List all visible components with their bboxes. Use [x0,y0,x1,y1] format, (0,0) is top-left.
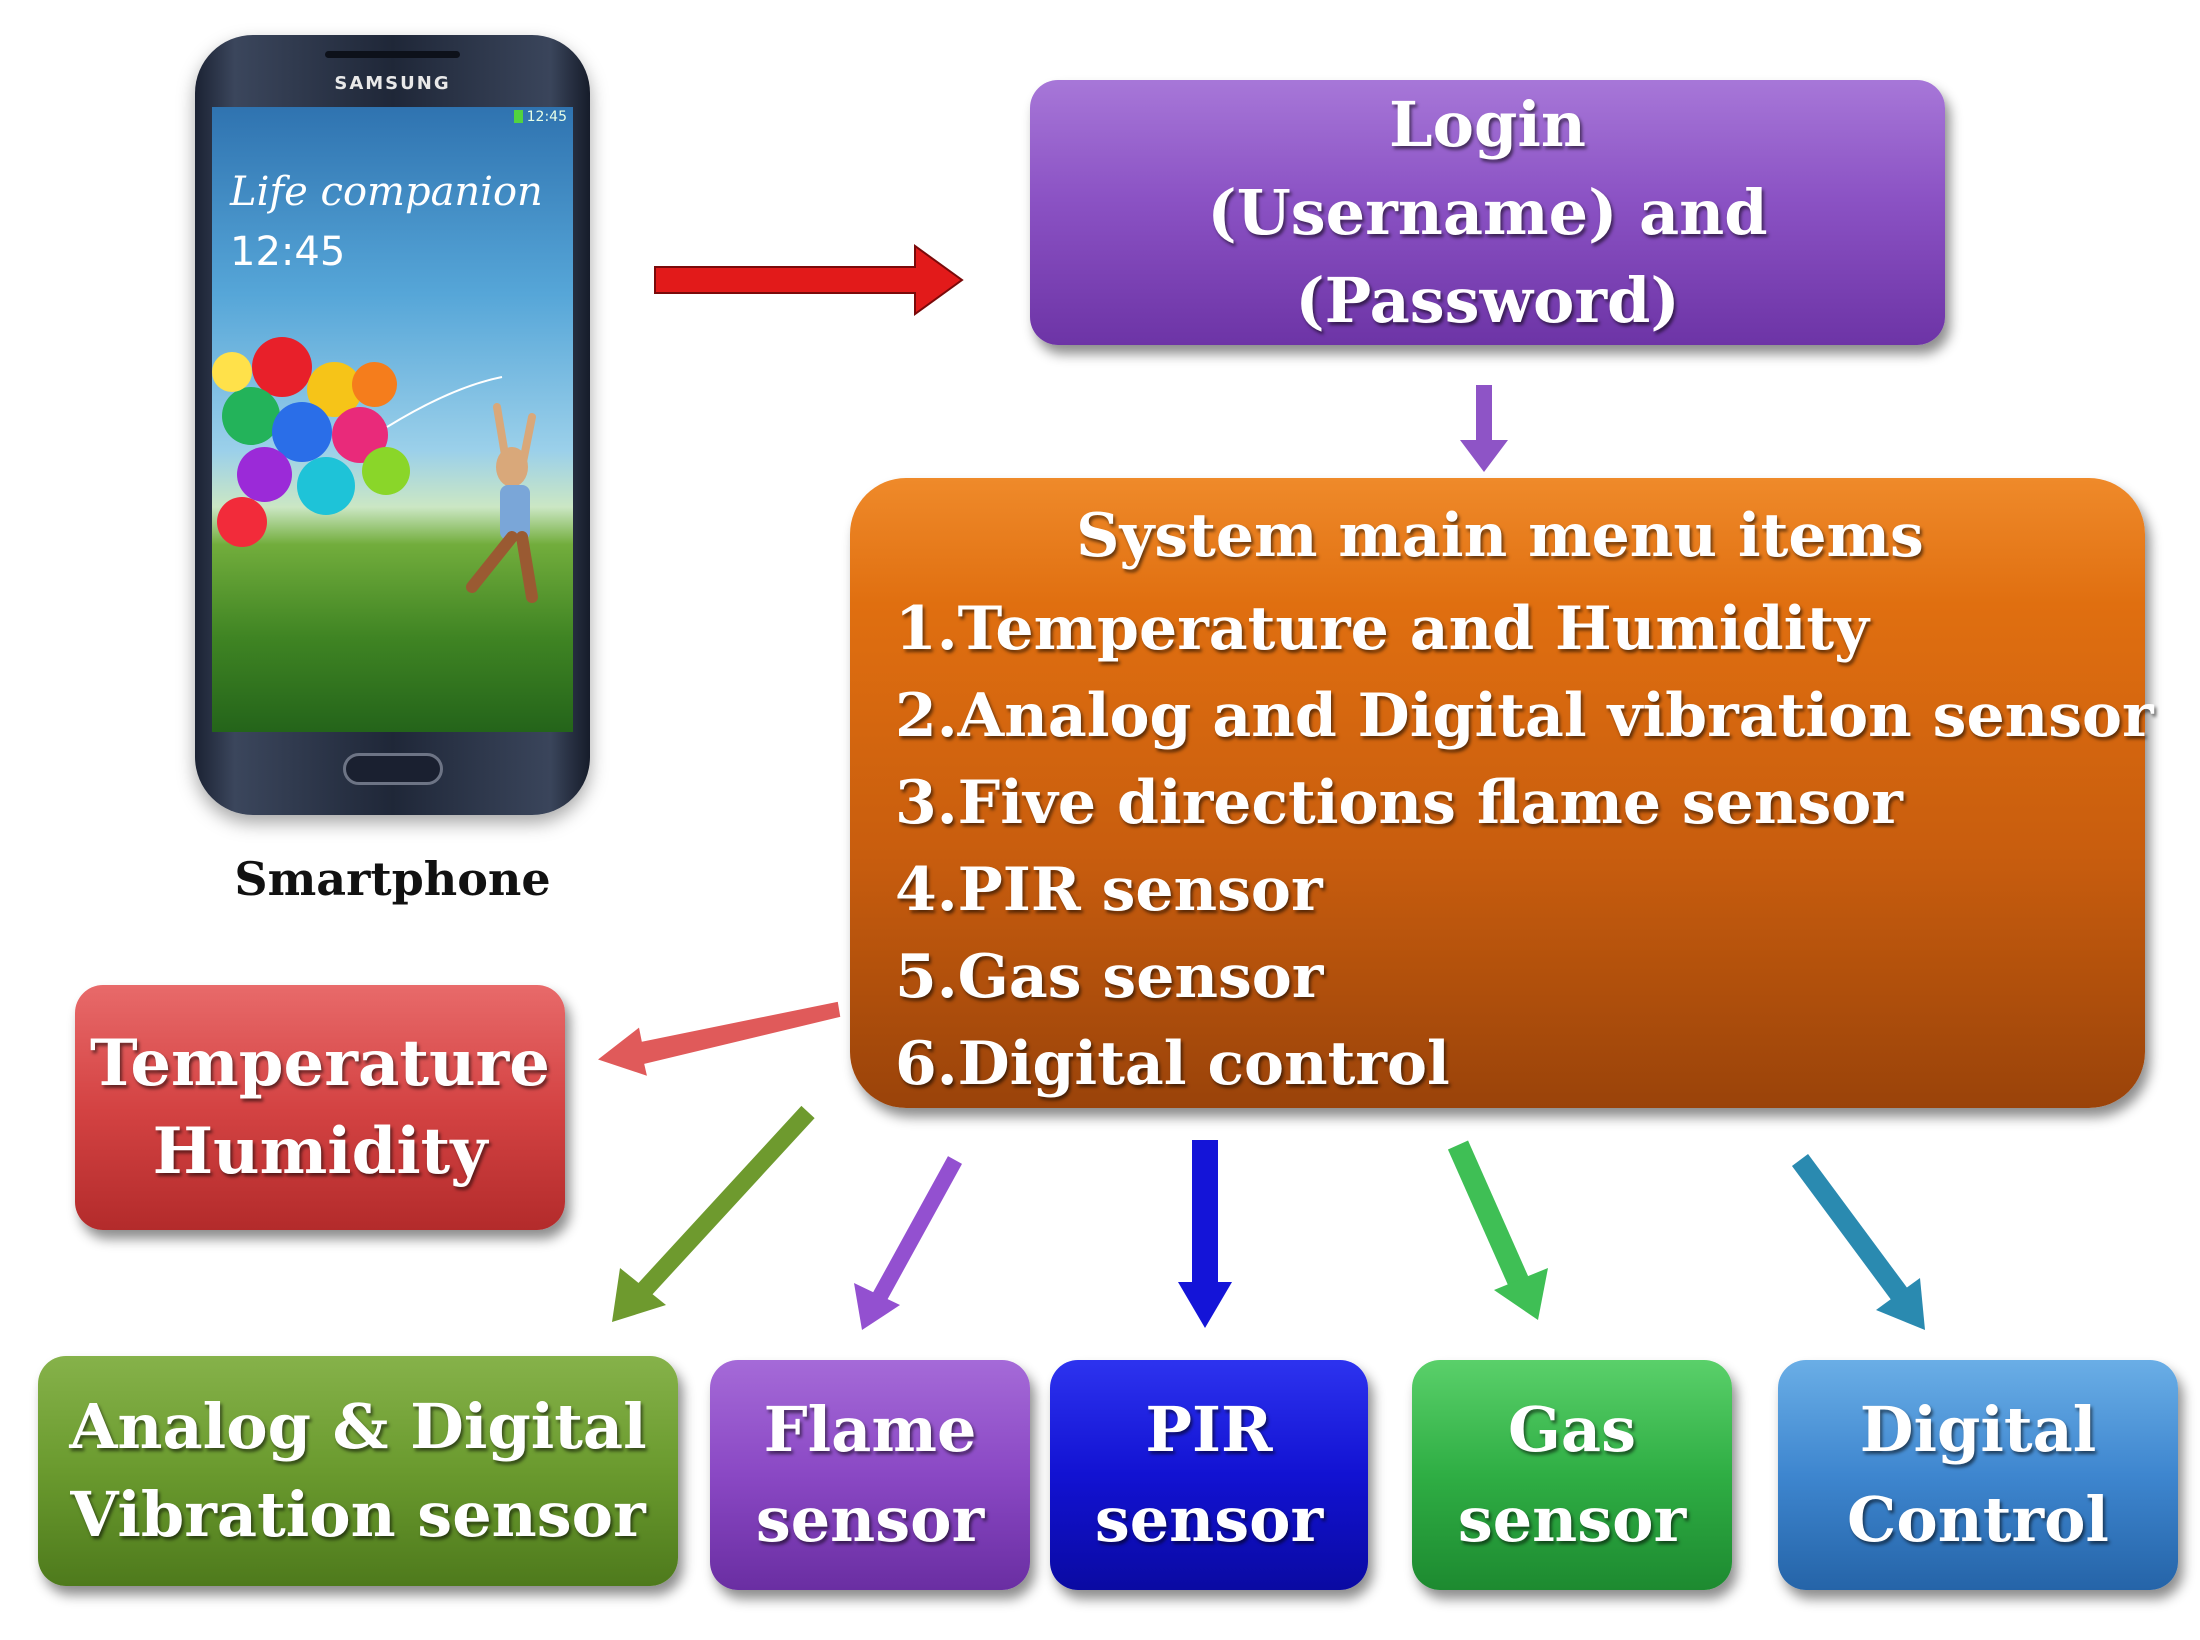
smartphone-image: SAMSUNG 12:45 Life companion 12:45 [195,35,590,815]
menu-item-1: 1.Temperature and Humidity [895,594,1869,664]
humidity-label: Humidity [152,1113,488,1189]
phone-status-time: 12:45 [526,109,567,125]
child-figure [386,376,538,603]
menu-item-6: 6.Digital control [895,1029,1450,1099]
arrow-phone-to-login [654,244,964,316]
home-button [343,753,443,785]
pir-label-line2: sensor [1094,1483,1324,1556]
login-box: Login (Username) and (Password) [1030,80,1945,345]
digital-label-line2: Control [1847,1483,2109,1556]
flame-label-line2: sensor [755,1483,985,1556]
arrow-menu-to-gas-head [1494,1268,1548,1320]
flame-label-line1: Flame [763,1393,977,1466]
vibration-label-line1: Analog & Digital [69,1390,647,1463]
arrow-menu-to-pir-head [1178,1282,1232,1328]
flame-sensor-box: Flame sensor [710,1360,1030,1590]
phone-brand: SAMSUNG [334,73,451,94]
smartphone-caption: Smartphone [234,852,551,906]
arrow-login-to-menu [1460,385,1508,472]
pir-sensor-box: PIR sensor [1050,1360,1368,1590]
menu-item-2: 2.Analog and Digital vibration sensor [895,681,2154,751]
digital-label-line1: Digital [1859,1393,2097,1466]
arrow-menu-to-digital-head [1876,1278,1925,1330]
phone-status-bar: 12:45 [513,109,567,125]
arrow-menu-to-vibration-head [612,1268,666,1322]
temperature-label: Temperature [90,1025,550,1101]
arrow-menu-to-flame [870,1156,963,1304]
menu-title: System main menu items [1076,501,1924,571]
vibration-sensor-box: Analog & Digital Vibration sensor [38,1356,678,1586]
battery-icon [513,110,523,123]
login-title: Login [1389,87,1586,161]
phone-screen: 12:45 Life companion 12:45 [212,107,573,732]
arrow-menu-to-temperature [591,998,844,1081]
gas-sensor-box: Gas sensor [1412,1360,1732,1590]
phone-clock: 12:45 [230,229,346,275]
gas-label-line2: sensor [1457,1483,1687,1556]
menu-item-5: 5.Gas sensor [895,942,1324,1012]
pir-label-line1: PIR [1145,1393,1273,1466]
arrow-menu-to-gas [1447,1140,1531,1290]
menu-item-4: 4.PIR sensor [895,855,1323,925]
temperature-humidity-box: Temperature Humidity [75,985,565,1230]
vibration-label-line2: Vibration sensor [70,1478,646,1551]
digital-control-box: Digital Control [1778,1360,2178,1590]
phone-speaker [325,51,460,58]
arrow-menu-to-digital [1791,1154,1909,1301]
login-subtitle: (Username) and (Password) [1207,175,1768,337]
arrow-menu-to-flame-head [854,1283,900,1330]
main-menu-box: System main menu items 1.Temperature and… [850,478,2154,1108]
menu-item-3: 3.Five directions flame sensor [895,768,1903,838]
arrow-menu-to-vibration [628,1105,815,1307]
phone-tagline: Life companion [230,169,543,215]
gas-label-line1: Gas [1507,1393,1637,1466]
